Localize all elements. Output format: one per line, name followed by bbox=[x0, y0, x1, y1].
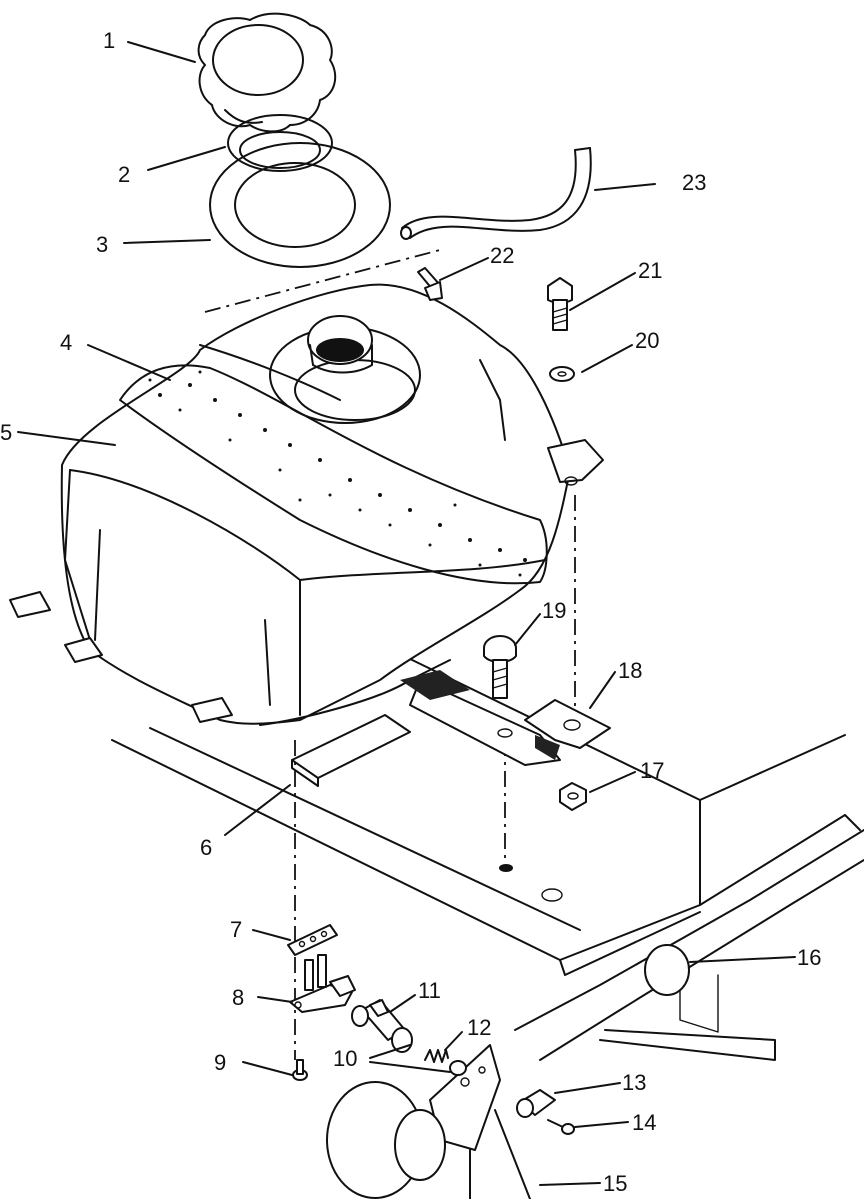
callout-7: 7 bbox=[230, 917, 242, 942]
callout-10: 10 bbox=[333, 1046, 357, 1071]
callout-4: 4 bbox=[60, 330, 72, 355]
pad-6 bbox=[291, 714, 411, 787]
cap-gasket bbox=[227, 114, 333, 172]
grommet-16 bbox=[644, 944, 690, 996]
fuel-valve-8 bbox=[289, 954, 356, 1013]
callout-13: 13 bbox=[622, 1070, 646, 1095]
filler-cap bbox=[197, 12, 337, 133]
screw-14 bbox=[547, 1119, 575, 1135]
callout-11: 11 bbox=[418, 978, 441, 1003]
callout-labels: 1 2 3 4 5 6 7 8 9 10 11 12 13 14 15 16 1… bbox=[0, 28, 821, 1196]
callout-17: 17 bbox=[640, 758, 664, 783]
assembly-lines bbox=[204, 249, 576, 1060]
knob-13 bbox=[516, 1089, 556, 1118]
callout-12: 12 bbox=[467, 1015, 491, 1040]
valve-plate-7 bbox=[287, 924, 338, 956]
fuel-tank bbox=[9, 283, 604, 726]
callout-19: 19 bbox=[542, 598, 566, 623]
pad-texture bbox=[148, 370, 527, 577]
callout-23: 23 bbox=[682, 170, 706, 195]
filler-seal bbox=[209, 142, 391, 268]
callout-5: 5 bbox=[0, 420, 12, 445]
nut-17 bbox=[559, 782, 587, 811]
callout-2: 2 bbox=[118, 162, 130, 187]
screw-9 bbox=[292, 1059, 308, 1081]
callout-3: 3 bbox=[96, 232, 108, 257]
callout-8: 8 bbox=[232, 985, 244, 1010]
callout-18: 18 bbox=[618, 658, 642, 683]
washer-20 bbox=[549, 366, 575, 382]
callout-20: 20 bbox=[635, 328, 659, 353]
bracket-18 bbox=[400, 670, 611, 766]
callout-16: 16 bbox=[797, 945, 821, 970]
vent-fitting bbox=[417, 267, 443, 301]
callout-22: 22 bbox=[490, 243, 514, 268]
callout-14: 14 bbox=[632, 1110, 656, 1135]
leader-lines bbox=[17, 41, 796, 1186]
bolt-21 bbox=[547, 277, 573, 331]
callout-6: 6 bbox=[200, 835, 212, 860]
callout-9: 9 bbox=[214, 1050, 226, 1075]
mount-plate bbox=[326, 1044, 531, 1199]
fitting-11 bbox=[351, 999, 413, 1053]
callout-1: 1 bbox=[103, 28, 115, 53]
callout-15: 15 bbox=[603, 1171, 627, 1196]
callout-21: 21 bbox=[638, 258, 662, 283]
vent-hose bbox=[400, 147, 592, 240]
bolt-19 bbox=[483, 635, 517, 699]
